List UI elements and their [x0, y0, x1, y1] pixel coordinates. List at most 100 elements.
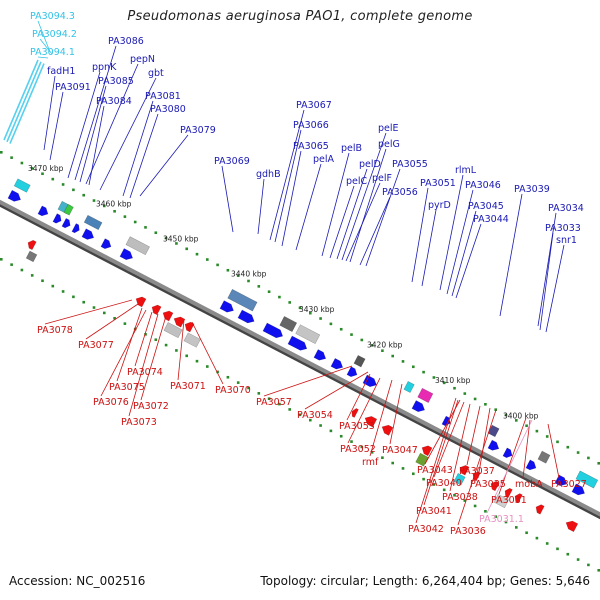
reverse-leader-pa3070 [191, 321, 224, 385]
forward-label-pa3067[interactable]: PA3067 [296, 100, 332, 111]
forward-label-pa3094-1[interactable]: PA3094.1 [30, 47, 75, 58]
forward-label-pela[interactable]: pelA [313, 154, 335, 165]
lower-scale-dot [144, 333, 147, 336]
forward-label-pa3066[interactable]: PA3066 [293, 120, 329, 131]
reverse-label-pa3070[interactable]: PA3070 [215, 385, 251, 396]
upper-scale-dot [422, 370, 425, 374]
upper-scale-dot [175, 242, 178, 245]
forward-label-pa3046[interactable]: PA3046 [465, 180, 501, 191]
reverse-label-pa3027[interactable]: PA3027 [551, 479, 587, 490]
reverse-label-pa3054[interactable]: PA3054 [297, 410, 333, 421]
feature-box [227, 288, 258, 312]
reverse-label-pa3035[interactable]: PA3035 [470, 479, 506, 490]
upper-scale-dot [381, 349, 384, 352]
forward-label-pa3091[interactable]: PA3091 [55, 82, 91, 93]
forward-label-pelc[interactable]: pelC [346, 176, 368, 187]
forward-label-pa3081[interactable]: PA3081 [145, 91, 181, 102]
feature-box [163, 322, 183, 339]
lower-scale-dot [453, 493, 456, 497]
upper-scale-dot [442, 381, 446, 385]
forward-label-pa3056[interactable]: PA3056 [382, 187, 418, 198]
forward-label-pa3069[interactable]: PA3069 [214, 156, 250, 167]
forward-label-gdhb[interactable]: gdhB [256, 169, 281, 180]
forward-label-pa3034[interactable]: PA3034 [548, 203, 584, 214]
forward-cds-arrow [330, 358, 344, 370]
reverse-leader-pa3074 [134, 311, 153, 367]
reverse-label-pa3031-1[interactable]: PA3031.1 [479, 514, 524, 525]
forward-label-fadh1[interactable]: fadH1 [47, 66, 75, 77]
forward-label-pa3033[interactable]: PA3033 [545, 223, 581, 234]
reverse-label-rmf[interactable]: rmf [362, 457, 379, 468]
feature-box [493, 493, 510, 509]
reverse-label-pa3037[interactable]: PA3037 [459, 466, 495, 477]
forward-label-pa3039[interactable]: PA3039 [514, 184, 550, 195]
forward-label-ppnk[interactable]: ppnK [92, 62, 117, 73]
reverse-label-pa3031[interactable]: PA3031 [491, 495, 527, 506]
reverse-label-pa3038[interactable]: PA3038 [442, 492, 478, 503]
forward-label-pa3044[interactable]: PA3044 [473, 214, 509, 225]
reverse-cds-arrow [162, 310, 174, 322]
reverse-label-pa3040[interactable]: PA3040 [426, 478, 462, 489]
scale-label-3470-kbp: 3470 kbp [28, 164, 64, 173]
forward-label-pa3094-3[interactable]: PA3094.3 [30, 11, 75, 22]
reverse-label-pa3077[interactable]: PA3077 [78, 340, 114, 351]
reverse-label-pa3047[interactable]: PA3047 [382, 445, 418, 456]
forward-label-pa3051[interactable]: PA3051 [420, 178, 456, 189]
forward-leader-pa3094-2 [39, 38, 53, 55]
reverse-label-moba[interactable]: mobA [515, 479, 543, 490]
forward-cds-arrow [571, 483, 585, 496]
reverse-label-pa3078[interactable]: PA3078 [37, 325, 73, 336]
lower-scale-dot [587, 563, 590, 567]
forward-label-gbt[interactable]: gbt [148, 68, 164, 79]
forward-label-pelb[interactable]: pelB [341, 143, 362, 154]
forward-label-pa3045[interactable]: PA3045 [468, 201, 504, 212]
reverse-cds-arrow [490, 480, 500, 492]
forward-label-pelg[interactable]: pelG [378, 139, 400, 150]
forward-leader-pa3056 [359, 196, 391, 266]
forward-label-pele[interactable]: pelE [378, 123, 399, 134]
lower-scale-dot [381, 456, 384, 459]
forward-label-pa3086[interactable]: PA3086 [108, 36, 144, 47]
reverse-label-pa3072[interactable]: PA3072 [133, 401, 169, 412]
forward-cds-arrow [554, 474, 568, 486]
upper-scale-dot [525, 424, 528, 428]
reverse-label-pa3052[interactable]: PA3052 [340, 444, 376, 455]
reverse-label-pa3057[interactable]: PA3057 [256, 397, 292, 408]
forward-label-pa3085[interactable]: PA3085 [98, 76, 134, 87]
lower-scale-dot [329, 429, 333, 433]
reverse-label-pa3071[interactable]: PA3071 [170, 381, 206, 392]
forward-label-pa3084[interactable]: PA3084 [96, 96, 132, 107]
reverse-label-pa3073[interactable]: PA3073 [121, 417, 157, 428]
reverse-label-pa3043[interactable]: PA3043 [417, 465, 453, 476]
forward-label-pepn[interactable]: pepN [130, 54, 155, 65]
map-title: Pseudomonas aeruginosa PAO1, complete ge… [127, 9, 473, 24]
reverse-label-pa3036[interactable]: PA3036 [450, 526, 486, 537]
reverse-label-pa3053[interactable]: PA3053 [339, 421, 375, 432]
scale-label-3420-kbp: 3420 kbp [367, 340, 403, 349]
forward-label-pa3094-2[interactable]: PA3094.2 [32, 29, 77, 40]
forward-label-pa3079[interactable]: PA3079 [180, 125, 216, 136]
forward-label-rlml[interactable]: rlmL [455, 165, 477, 176]
forward-label-pyrd[interactable]: pyrD [428, 200, 451, 211]
reverse-label-pa3076[interactable]: PA3076 [93, 397, 129, 408]
forward-label-pa3065[interactable]: PA3065 [293, 141, 329, 152]
reverse-leader-moba [522, 419, 531, 479]
forward-label-peld[interactable]: pelD [359, 159, 381, 170]
reverse-leader-pa3041 [423, 399, 459, 506]
forward-label-snr1[interactable]: snr1 [556, 235, 577, 246]
forward-label-pa3080[interactable]: PA3080 [150, 104, 186, 115]
lower-scale-dot [20, 268, 24, 272]
upper-scale-dot [41, 172, 44, 176]
reverse-label-pa3075[interactable]: PA3075 [109, 382, 145, 393]
reverse-leader-pa3071 [177, 319, 185, 381]
forward-label-pelf[interactable]: pelF [372, 173, 392, 184]
reverse-label-pa3074[interactable]: PA3074 [127, 367, 163, 378]
lower-scale-dot [113, 316, 116, 320]
upper-scale-dot [556, 440, 559, 444]
upper-scale-dot [82, 193, 85, 197]
lower-scale-dot [236, 381, 240, 384]
upper-scale-dot [195, 252, 199, 256]
reverse-label-pa3042[interactable]: PA3042 [408, 524, 444, 535]
forward-label-pa3055[interactable]: PA3055 [392, 159, 428, 170]
reverse-label-pa3041[interactable]: PA3041 [416, 506, 452, 517]
